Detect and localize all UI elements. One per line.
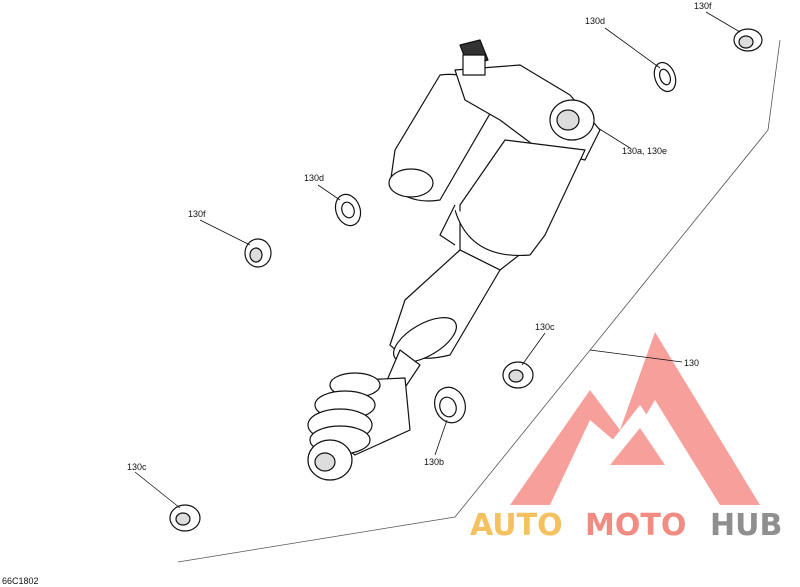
panel-border [177, 39, 781, 563]
washer-130d-left [334, 193, 362, 227]
callout-130d-top: 130d [585, 16, 605, 26]
main-cylinder [384, 139, 586, 396]
top-mount [454, 39, 601, 161]
callout-130: 130 [684, 358, 699, 368]
logo-triangle-core [610, 428, 665, 465]
callout-labels: 130d 130f 130a, 130e 130d 130f 130c 130 … [127, 1, 712, 472]
diagram-id: 66C1802 [2, 576, 39, 586]
bushing-130f-top [733, 28, 763, 52]
automotohub-logo [510, 332, 760, 505]
callout-130d-left: 130d [304, 173, 324, 183]
callout-130f-top: 130f [694, 1, 712, 11]
bushing-130f-left [244, 238, 272, 268]
callout-130f-left: 130f [188, 209, 206, 219]
callout-130c-mid: 130c [535, 322, 555, 332]
callout-130b: 130b [424, 457, 444, 467]
bellows [307, 372, 411, 456]
callout-130c-bottom: 130c [127, 462, 147, 472]
spacer-130b [434, 386, 466, 424]
callout-130a-130e: 130a, 130e [622, 146, 667, 156]
watermark-moto: MOTO [585, 508, 686, 543]
hardware [169, 28, 763, 532]
leader-lines [134, 11, 741, 509]
washer-130d-top [653, 61, 677, 93]
bearing-130c-mid [502, 361, 534, 389]
watermark-hub: HUB [710, 508, 782, 543]
bottom-eye [307, 439, 353, 481]
watermark-auto: AUTO [470, 508, 563, 543]
shock-absorber [307, 39, 601, 481]
bearing-130c-bottom [169, 504, 201, 532]
